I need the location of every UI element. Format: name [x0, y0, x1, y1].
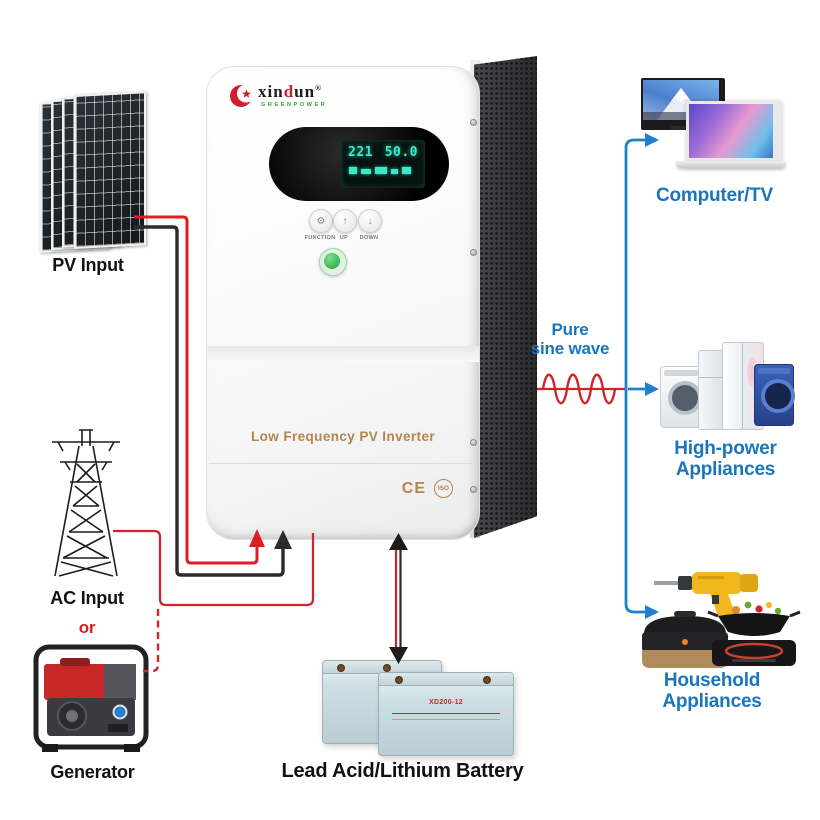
ce-mark: CE [401, 479, 426, 497]
brand-subtext: GREENPOWER [261, 102, 328, 108]
refrigerator-small [698, 350, 726, 430]
induction-cooker-wok-icon [707, 601, 801, 666]
lcd-bezel: 221 50.0 [269, 127, 449, 201]
screw-icon [470, 249, 477, 256]
laptop-graphic [686, 101, 782, 167]
generator-label: Generator [50, 762, 135, 782]
lcd-screen: 221 50.0 [341, 140, 425, 188]
or-label: or [78, 618, 96, 637]
rice-cooker-icon [642, 611, 728, 668]
function-button-label: FUNCTION [304, 235, 336, 241]
certification-marks: CE ISO [402, 479, 453, 498]
power-button[interactable] [319, 248, 347, 276]
pure-sine-wave-label: Pure sine wave [530, 320, 610, 359]
lcd-value-right: 50.0 [384, 145, 418, 160]
transmission-tower-icon [52, 429, 120, 577]
function-button[interactable]: ⚙ [309, 209, 333, 233]
ac-input-wire [113, 529, 315, 607]
screw-icon [470, 439, 477, 446]
generator-graphic [33, 644, 149, 752]
washing-machine-white [660, 366, 702, 428]
household-appliances-label: Household Appliances [662, 670, 762, 713]
up-button-label: UP [339, 235, 349, 241]
battery-label-stripe [392, 713, 500, 720]
solar-panel [74, 91, 146, 249]
iso-mark: ISO [434, 479, 453, 498]
screw-icon [470, 486, 477, 493]
inverter-front-panel: xindun® GREENPOWER 221 50.0 ⚙ ↑ ↓ FUNCTI… [206, 66, 480, 540]
laptop-base [676, 161, 786, 168]
high-power-appliances-label: High-power Appliances [674, 438, 777, 481]
household-appliances-graphic [630, 560, 805, 672]
sine-wave-curve [541, 373, 617, 405]
inverter-seam-band [207, 346, 479, 362]
battery-label: Lead Acid/Lithium Battery [281, 760, 524, 782]
pv-input-label: PV Input [52, 255, 124, 275]
ac-input-label: AC Input [50, 588, 124, 608]
product-name: Low Frequency PV Inverter [250, 429, 436, 444]
washing-machine-blue [754, 364, 795, 426]
lcd-value-left: 221 [348, 145, 373, 160]
solar-panel-graphic [40, 91, 146, 253]
down-button-label: DOWN [359, 235, 379, 241]
computer-tv-label: Computer/TV [655, 185, 774, 206]
brand-wordmark: xindun® [258, 82, 323, 101]
high-power-appliances-graphic [650, 338, 795, 434]
battery-front: XD200-12 [378, 672, 514, 756]
brand-logo: xindun® GREENPOWER [229, 83, 327, 109]
inverter-side-vent-panel [474, 56, 537, 538]
output-blue-connector [624, 138, 648, 614]
down-button[interactable]: ↓ [358, 209, 382, 233]
battery-model-label: XD200-12 [429, 699, 463, 706]
crescent-star-icon [230, 84, 255, 107]
drill-icon [654, 572, 758, 616]
lcd-status-icons [341, 160, 425, 174]
computer-arrowhead [645, 133, 659, 147]
inverter-seam-line [209, 463, 475, 464]
screw-icon [470, 119, 477, 126]
up-button[interactable]: ↑ [333, 209, 357, 233]
